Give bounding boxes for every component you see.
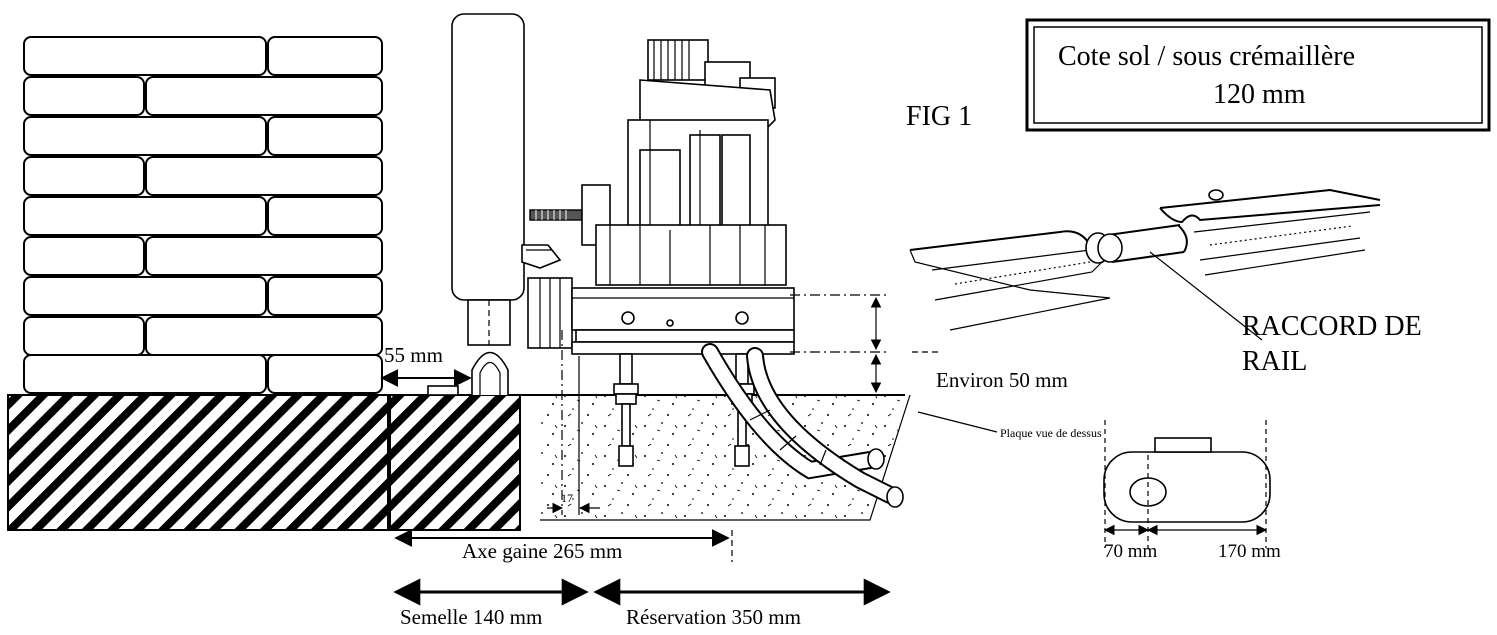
dim-170-label: 170 mm [1218, 541, 1281, 562]
gate-leaf [427, 13, 525, 396]
cote-label-line2: 120 mm [1213, 79, 1306, 110]
foundation-block [7, 394, 521, 531]
dimension-lines [380, 294, 998, 606]
axe-gaine-label: Axe gaine 265 mm [462, 539, 622, 563]
environ-label: Environ 50 mm [936, 368, 1068, 392]
fig-label: FIG 1 [906, 101, 972, 132]
cote-title-box [1025, 18, 1491, 132]
semelle-label: Semelle 140 mm [400, 605, 542, 629]
reservation-label: Réservation 350 mm [626, 605, 801, 629]
raccord-label-line1: RACCORD DE [1242, 311, 1422, 342]
concrete-reservation [520, 394, 911, 521]
cote-label-line1: Cote sol / sous crémaillère [1058, 41, 1355, 72]
motor-assembly [521, 39, 904, 508]
rail-joint-drawing [909, 188, 1381, 341]
plaque-top-view [1103, 420, 1271, 548]
dim-17-label: 17 [561, 491, 573, 505]
plaque-label: Plaque vue de dessus [1000, 426, 1102, 440]
dim-55-label: 55 mm [384, 343, 443, 367]
brick-wall [23, 36, 383, 394]
dim-70-label: 70 mm [1104, 541, 1158, 562]
raccord-label-line2: RAIL [1242, 346, 1307, 377]
